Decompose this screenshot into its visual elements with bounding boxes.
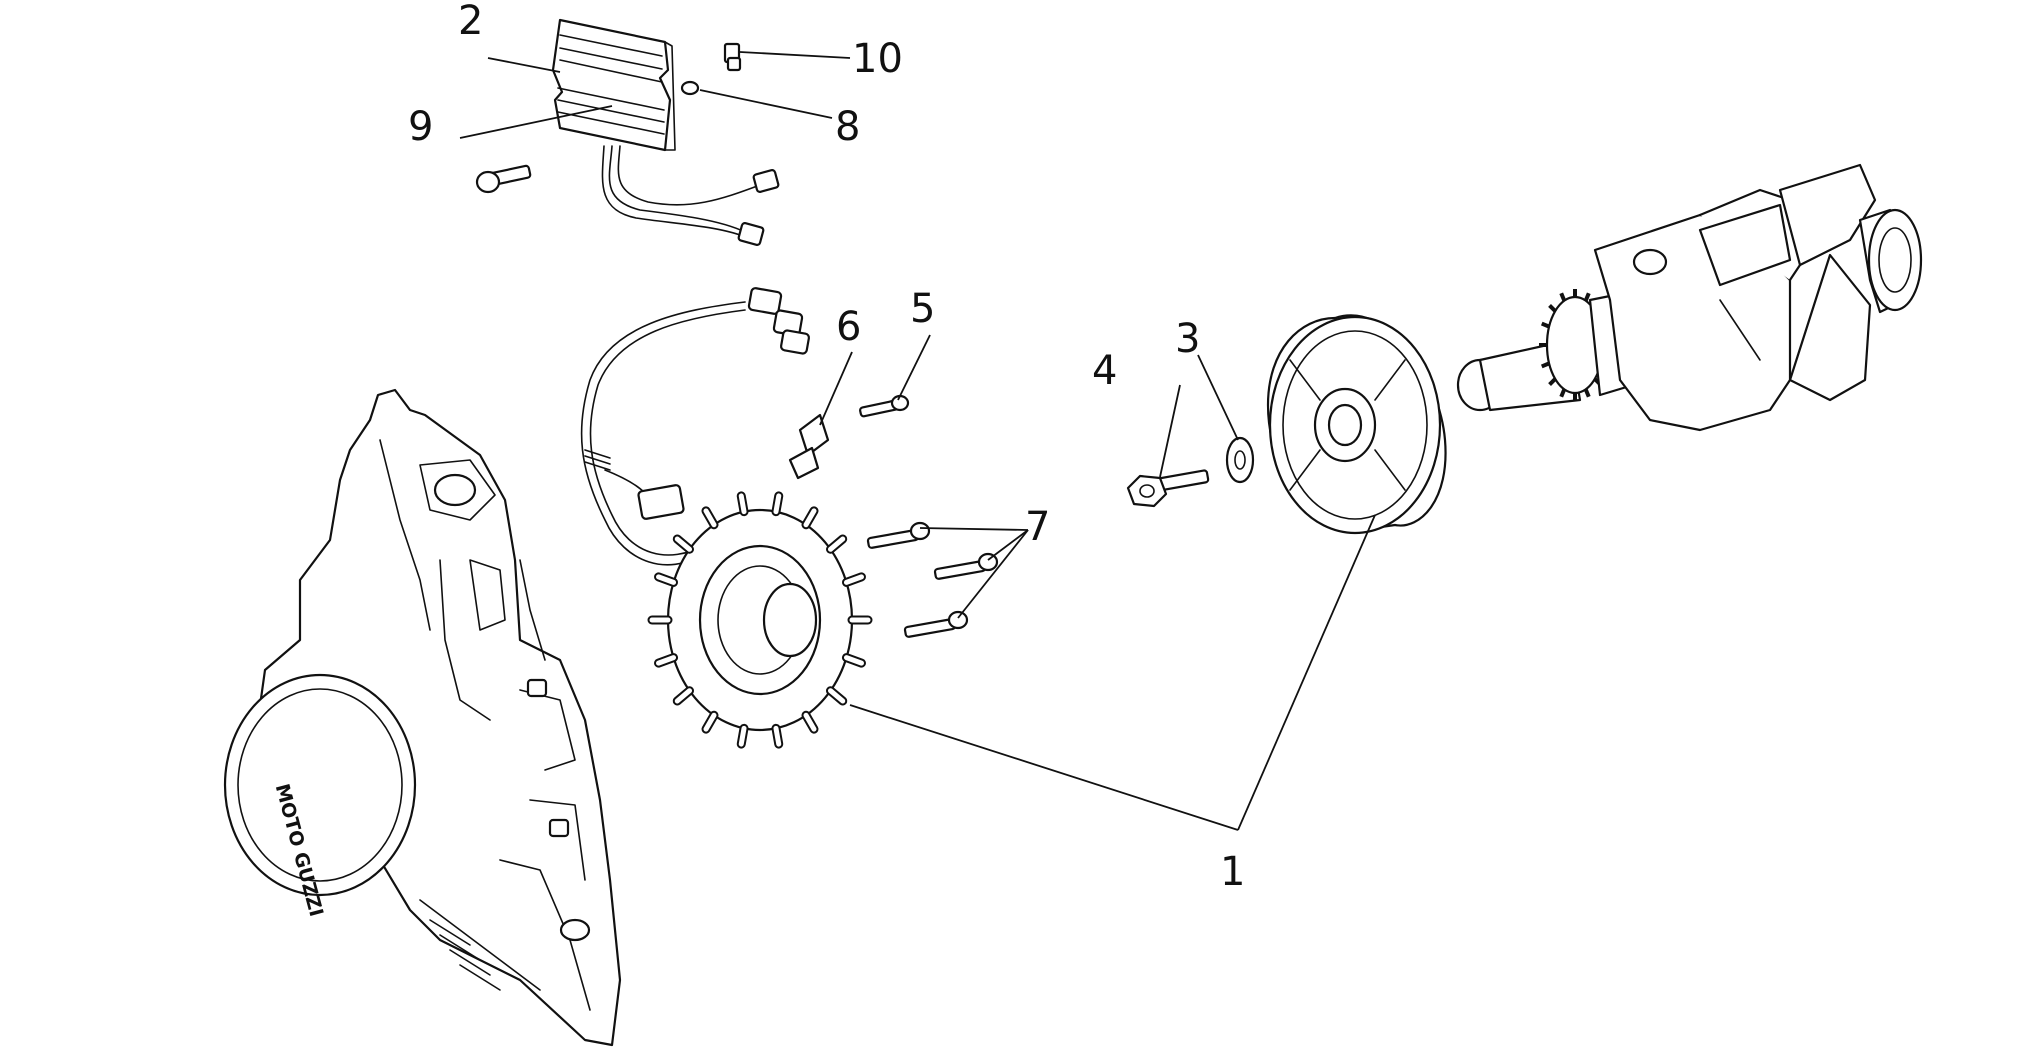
- gear-tooth: [1559, 388, 1567, 398]
- callout-3: 3: [1175, 316, 1200, 362]
- gear-tooth: [1548, 303, 1557, 313]
- stator: [647, 491, 873, 749]
- stator-tooth-fill: [703, 508, 717, 528]
- leader-lines: [459, 51, 1376, 831]
- callout-2: 2: [458, 0, 483, 44]
- stator-tooth-fill: [674, 688, 693, 704]
- stator-screws-7: [866, 521, 999, 638]
- stator-tooth-fill: [827, 536, 846, 552]
- callout-8: 8: [835, 104, 860, 150]
- washer-3: [1225, 436, 1255, 484]
- callout-1: 1: [1220, 849, 1245, 895]
- gear-tooth: [1548, 377, 1557, 387]
- callout-labels: 1 2 3 4 5 6 7 8 9 10: [408, 0, 1245, 895]
- stator-tooth-fill: [827, 688, 846, 704]
- gear-tooth: [1540, 361, 1550, 369]
- crankshaft: [1456, 163, 1923, 432]
- stator-tooth-fill: [803, 508, 817, 528]
- stator-tooth-fill: [843, 655, 864, 666]
- regulator-bolt: [475, 164, 532, 194]
- stator-tooth-fill: [773, 725, 782, 747]
- stator-tooth-fill: [803, 712, 817, 732]
- callout-9: 9: [408, 104, 433, 150]
- gear-tooth: [1540, 321, 1550, 329]
- gear-tooth: [1559, 292, 1567, 302]
- stator-tooth-fill: [738, 725, 747, 747]
- gear-tooth: [1583, 292, 1591, 302]
- voltage-regulator: [475, 18, 780, 246]
- callout-4: 4: [1092, 348, 1117, 394]
- stator-tooth-fill: [703, 712, 717, 732]
- callout-7: 7: [1025, 504, 1050, 550]
- callout-10: 10: [852, 36, 903, 82]
- screw-5: [859, 394, 910, 418]
- rotor-bolt-4: [1126, 469, 1210, 508]
- cable-clip-6: [788, 413, 830, 480]
- gear-tooth: [1583, 388, 1591, 398]
- stator-tooth-fill: [656, 655, 677, 666]
- stator-wiring: [580, 287, 811, 566]
- rotor-flywheel: [1266, 314, 1447, 535]
- stator-tooth-fill: [674, 536, 693, 552]
- stator-tooth-fill: [738, 493, 747, 515]
- engine-side-cover: MOTO GUZZI: [223, 388, 622, 1047]
- stator-tooth-fill: [773, 493, 782, 515]
- callout-6: 6: [836, 304, 861, 350]
- stator-tooth-fill: [843, 574, 864, 585]
- callout-5: 5: [910, 286, 935, 332]
- stator-tooth-fill: [656, 574, 677, 585]
